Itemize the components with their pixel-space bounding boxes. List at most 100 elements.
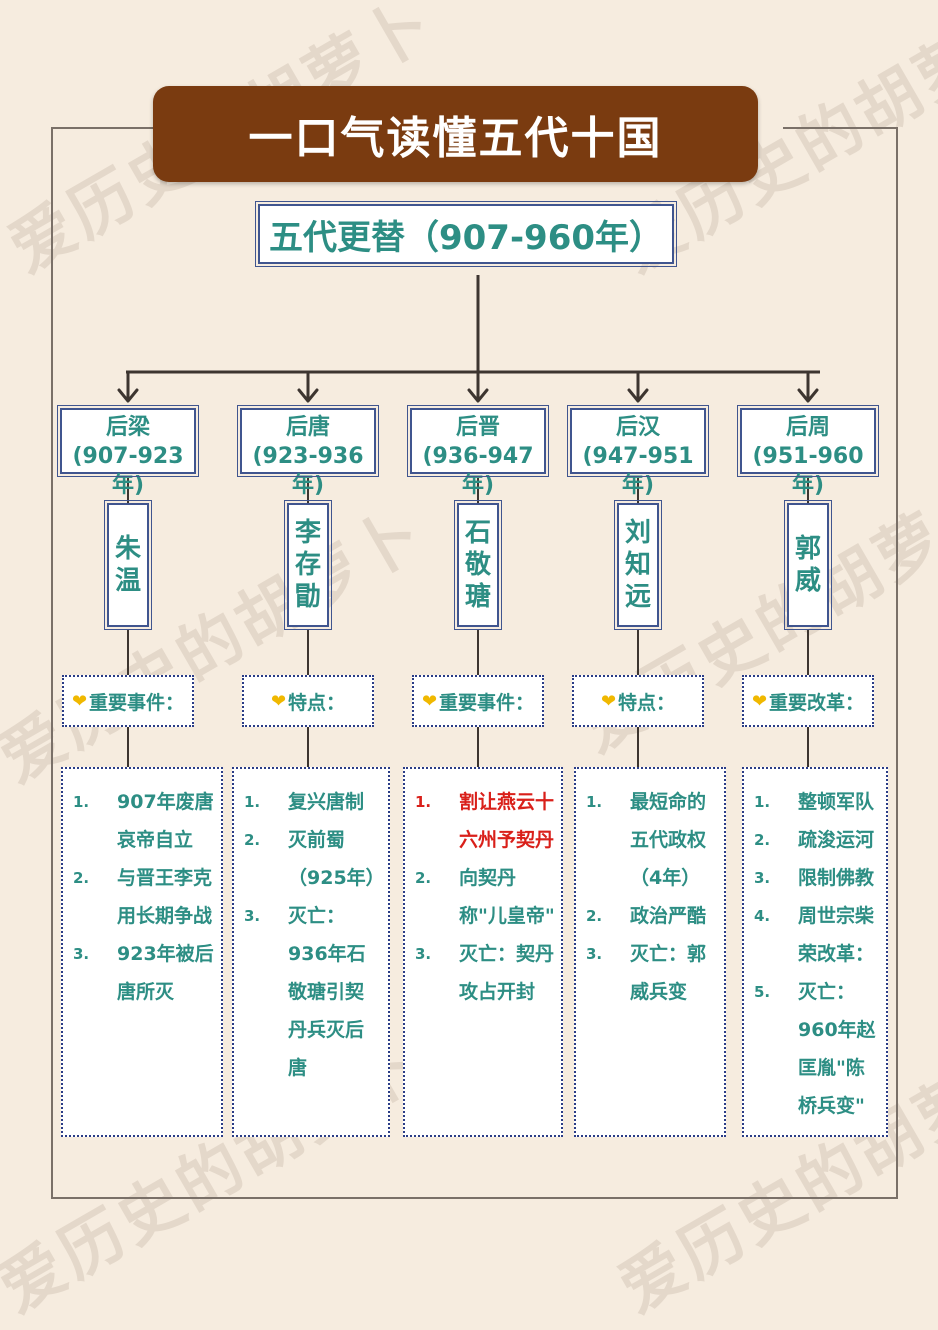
subtitle-text: 五代更替（907-960年） [268, 217, 664, 258]
item-text: 最短命的五代政权（4年） [630, 791, 707, 889]
dynasty-years: (907-923年) [72, 444, 184, 498]
ruler-box-4: 刘知远 [614, 500, 662, 630]
detail-box-1: 1. 907年废唐哀帝自立 2.与晋王李克用长期争战 3. 923年被后唐所灭 [61, 767, 223, 1137]
list-item: 1.整顿军队 [752, 783, 880, 821]
section-label-box: ❤特点： [242, 675, 374, 727]
ruler-char: 郭 [794, 534, 821, 564]
detail-box-4: 1. 最短命的五代政权（4年） 2. 政治严酷 3. 灭亡：郭威兵变 [574, 767, 726, 1137]
item-text: 疏浚运河 [798, 829, 875, 851]
ruler-box-5: 郭威 [784, 500, 832, 630]
dynasty-box-3: 后晋 (936-947年) [407, 405, 549, 498]
list-item: 1. 割让燕云十六州予契丹 [413, 783, 555, 859]
list-item: 3. 灭亡：契丹攻占开封 [413, 935, 555, 1011]
item-text: 整顿军队 [798, 791, 875, 813]
ruler-char: 朱 [114, 534, 141, 564]
ruler-char: 李 [294, 518, 321, 548]
item-text: 907年废唐哀帝自立 [117, 791, 214, 851]
item-text: 与晋王李克用长期争战 [117, 867, 213, 927]
item-text: 向契丹称"儿皇帝" [459, 867, 555, 927]
list-item: 5. 灭亡：960年赵匡胤"陈桥兵变" [752, 973, 880, 1125]
item-text: 政治严酷 [630, 905, 707, 927]
list-item: 3. 灭亡：郭威兵变 [584, 935, 718, 1011]
dynasty-name: 后唐 [285, 415, 330, 440]
ruler-box-3: 石敬瑭 [454, 500, 502, 630]
item-number: 2. [586, 907, 603, 925]
dynasty-years: (923-936年) [252, 444, 364, 498]
item-text: 割让燕云十六州予契丹 [459, 791, 555, 851]
heart-icon: ❤ [421, 690, 438, 712]
dynasty-years: (951-960年) [752, 444, 864, 498]
ruler-char: 存 [294, 550, 321, 580]
item-number: 3. [244, 907, 261, 925]
ruler-box-1: 朱温 [104, 500, 152, 630]
list-item: 2.与晋王李克用长期争战 [71, 859, 215, 935]
branch-arrow [797, 370, 819, 403]
list-item: 4.周世宗柴荣改革： [752, 897, 880, 973]
item-text: 周世宗柴荣改革： [798, 905, 875, 965]
list-item: 1. 907年废唐哀帝自立 [71, 783, 215, 859]
item-text: 923年被后唐所灭 [117, 943, 214, 1003]
ruler-char: 瑭 [464, 582, 491, 612]
ruler-char: 威 [794, 566, 821, 596]
dynasty-box-4: 后汉 (947-951年) [567, 405, 709, 498]
item-number: 2. [754, 831, 771, 849]
item-text: 灭亡：郭威兵变 [630, 943, 707, 1003]
ruler-char: 知 [624, 550, 651, 580]
ruler-box-2: 李存勖 [284, 500, 332, 630]
item-number: 3. [73, 945, 90, 963]
item-number: 3. [754, 869, 771, 887]
item-text: 灭亡：936年石敬瑭引契丹兵灭后唐 [288, 905, 366, 1079]
section-label: 特点： [288, 691, 346, 714]
section-label: 特点： [618, 691, 676, 714]
detail-box-5: 1.整顿军队 2. 疏浚运河 3. 限制佛教 4.周世宗柴荣改革： 5. 灭亡：960年赵匡胤… [742, 767, 888, 1137]
heart-icon: ❤ [270, 690, 287, 712]
list-item: 2. 向契丹称"儿皇帝" [413, 859, 555, 935]
ruler-char: 温 [114, 566, 141, 596]
section-label: 重要事件： [89, 691, 185, 714]
item-number: 3. [415, 945, 432, 963]
list-item: 2. 疏浚运河 [752, 821, 880, 859]
subtitle-box: 五代更替（907-960年） [255, 201, 677, 267]
list-item: 1.复兴唐制 [242, 783, 382, 821]
heart-icon: ❤ [71, 690, 88, 712]
item-number: 1. [586, 793, 603, 811]
dynasty-name: 后汉 [615, 415, 660, 440]
dynasty-name: 后晋 [455, 415, 500, 440]
section-label: 重要改革： [769, 691, 865, 714]
detail-box-3: 1. 割让燕云十六州予契丹 2. 向契丹称"儿皇帝" 3. 灭亡：契丹攻占开封 [403, 767, 563, 1137]
dynasty-box-5: 后周 (951-960年) [737, 405, 879, 498]
list-item: 3. 923年被后唐所灭 [71, 935, 215, 1011]
ruler-char: 刘 [624, 518, 651, 548]
list-item: 3. 限制佛教 [752, 859, 880, 897]
dynasty-box-2: 后唐 (923-936年) [237, 405, 379, 498]
heart-icon: ❤ [751, 690, 768, 712]
dynasty-years: (936-947年) [422, 444, 534, 498]
ruler-char: 勖 [294, 582, 321, 612]
section-label-box: ❤特点： [572, 675, 704, 727]
dynasty-years: (947-951年) [582, 444, 694, 498]
list-item: 3. 灭亡：936年石敬瑭引契丹兵灭后唐 [242, 897, 382, 1087]
item-number: 2. [415, 869, 432, 887]
item-text: 限制佛教 [798, 867, 875, 889]
list-item: 1. 最短命的五代政权（4年） [584, 783, 718, 897]
item-text: 灭亡：契丹攻占开封 [459, 943, 555, 1003]
item-number: 1. [415, 793, 432, 811]
ruler-char: 石 [464, 518, 491, 548]
heart-icon: ❤ [600, 690, 617, 712]
branch-arrow [627, 370, 649, 403]
section-label-box: ❤重要事件： [412, 675, 544, 727]
list-item: 2. 政治严酷 [584, 897, 718, 935]
item-number: 5. [754, 983, 771, 1001]
page-title: 一口气读懂五代十国 [153, 86, 758, 182]
item-number: 2. [244, 831, 261, 849]
ruler-char: 远 [624, 582, 651, 612]
item-number: 1. [73, 793, 90, 811]
dynasty-name: 后周 [785, 415, 830, 440]
item-number: 3. [586, 945, 603, 963]
list-item: 2.灭前蜀（925年） [242, 821, 385, 897]
section-label-box: ❤重要事件： [62, 675, 194, 727]
connector-lines [51, 127, 898, 1199]
branch-arrow [467, 370, 489, 403]
item-text: 灭亡：960年赵匡胤"陈桥兵变" [798, 981, 876, 1117]
